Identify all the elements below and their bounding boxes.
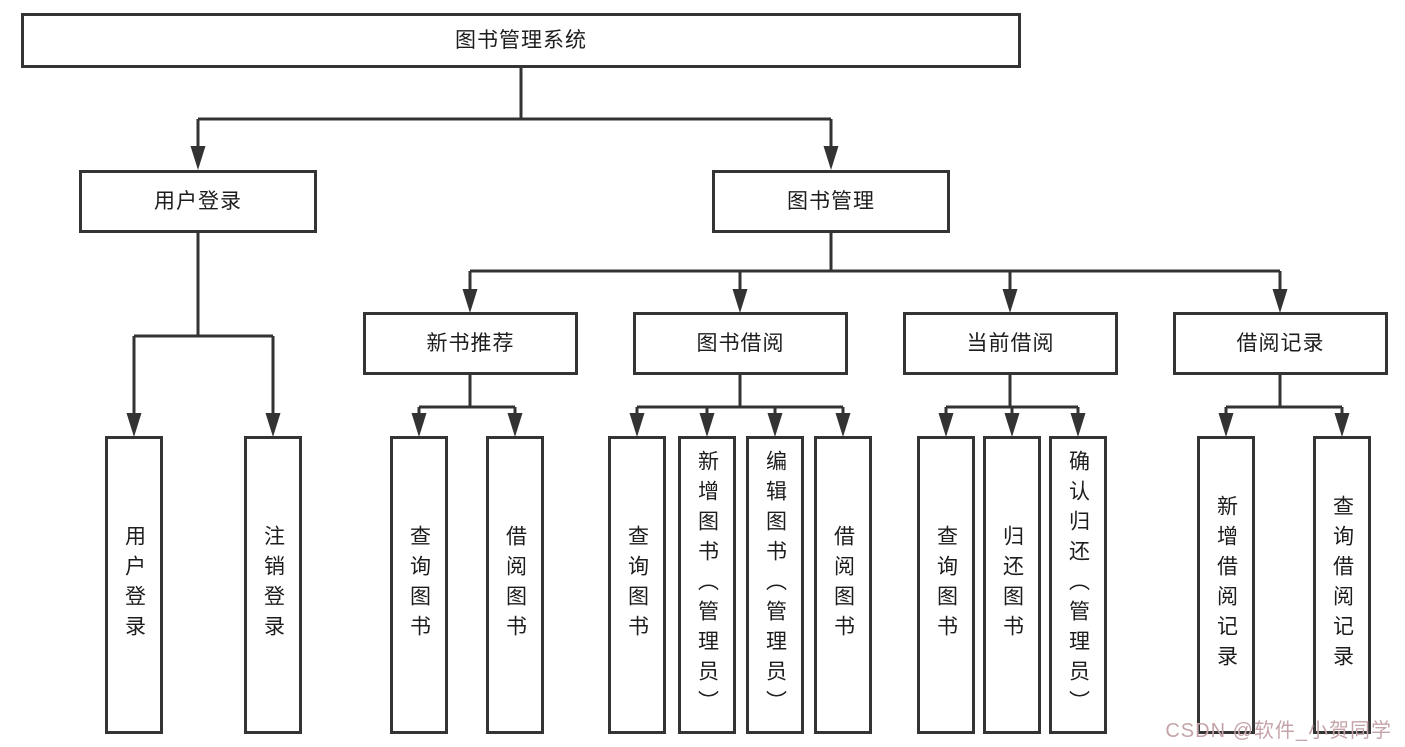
arrow-down-icon — [767, 413, 783, 437]
leaf-query-books-recommend: 查询图书 — [390, 436, 448, 734]
connector-newbook-children — [411, 375, 523, 437]
arrow-down-icon — [265, 413, 281, 437]
arrow-down-icon — [462, 289, 478, 313]
arrow-down-icon — [411, 413, 427, 437]
watermark: CSDN @软件_小贺同学 — [1165, 720, 1392, 742]
arrow-down-icon — [938, 413, 954, 437]
node-root-system: 图书管理系统 — [21, 13, 1021, 68]
node-book-borrow: 图书借阅 — [633, 312, 848, 375]
arrow-down-icon — [1004, 413, 1020, 437]
arrow-down-icon — [699, 413, 715, 437]
leaf-query-books-borrow: 查询图书 — [608, 436, 666, 734]
node-new-book-recommend: 新书推荐 — [363, 312, 578, 375]
leaf-return-books: 归还图书 — [983, 436, 1041, 734]
node-book-manage: 图书管理 — [712, 170, 950, 233]
leaf-borrow-books-recommend: 借阅图书 — [486, 436, 544, 734]
arrow-down-icon — [629, 413, 645, 437]
arrow-down-icon — [126, 413, 142, 437]
connector-login-children — [126, 233, 281, 437]
arrow-down-icon — [1002, 289, 1018, 313]
node-borrow-records: 借阅记录 — [1173, 312, 1388, 375]
leaf-logout: 注销登录 — [244, 436, 302, 734]
leaf-edit-book-admin: 编辑图书（管理员） — [746, 436, 804, 734]
connector-current-children — [938, 375, 1086, 437]
leaf-confirm-return-admin: 确认归还（管理员） — [1049, 436, 1107, 734]
leaf-query-books-current: 查询图书 — [917, 436, 975, 734]
arrow-down-icon — [190, 146, 206, 170]
connector-records-children — [1218, 375, 1350, 437]
leaf-user-login: 用户登录 — [105, 436, 163, 734]
leaf-borrow-books: 借阅图书 — [814, 436, 872, 734]
arrow-down-icon — [507, 413, 523, 437]
connector-borrow-children — [629, 375, 851, 437]
node-current-borrow: 当前借阅 — [903, 312, 1118, 375]
arrow-down-icon — [1334, 413, 1350, 437]
arrow-down-icon — [1218, 413, 1234, 437]
node-user-login: 用户登录 — [79, 170, 317, 233]
connector-root-to-level2 — [190, 68, 839, 170]
arrow-down-icon — [1272, 289, 1288, 313]
leaf-add-book-admin: 新增图书（管理员） — [678, 436, 736, 734]
arrow-down-icon — [835, 413, 851, 437]
arrow-down-icon — [823, 146, 839, 170]
leaf-query-borrow-record: 查询借阅记录 — [1313, 436, 1371, 734]
arrow-down-icon — [1070, 413, 1086, 437]
leaf-add-borrow-record: 新增借阅记录 — [1197, 436, 1255, 734]
connector-manage-to-level3 — [462, 233, 1288, 313]
arrow-down-icon — [732, 289, 748, 313]
